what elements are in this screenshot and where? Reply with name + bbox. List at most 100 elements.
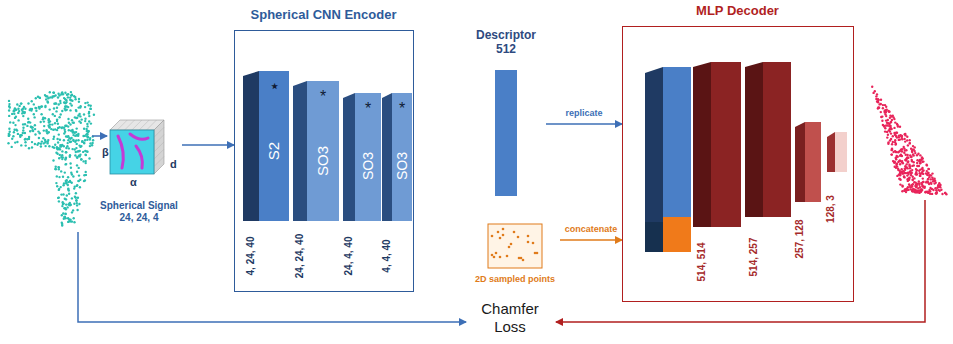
node-box: 257, 128 (795, 57, 821, 297)
point (43, 120, 45, 122)
point (72, 140, 74, 142)
node-box: Chamfer Loss (468, 298, 552, 342)
point (40, 143, 42, 145)
sample-dot (520, 257, 523, 260)
output-point-cloud (871, 86, 948, 196)
point (61, 144, 63, 146)
point (924, 191, 926, 193)
point (68, 147, 70, 149)
point (892, 141, 894, 143)
point (87, 136, 89, 138)
point (67, 181, 69, 183)
point (84, 150, 86, 152)
point (60, 93, 62, 95)
point (72, 130, 74, 132)
point (921, 167, 923, 169)
point (78, 150, 80, 152)
point (935, 192, 937, 194)
point (46, 95, 48, 97)
point (901, 184, 903, 186)
point (67, 176, 69, 178)
point (894, 141, 896, 143)
sample-dot (491, 254, 494, 257)
sample-dot (502, 234, 505, 237)
point (89, 108, 91, 110)
layer-side (243, 71, 259, 221)
point (93, 114, 95, 116)
layer-side (745, 62, 763, 217)
point (90, 108, 92, 110)
point (41, 105, 43, 107)
point (8, 115, 10, 117)
point (927, 174, 929, 176)
point (74, 132, 76, 134)
point (78, 180, 80, 182)
sample-dot (534, 252, 537, 255)
point (69, 204, 71, 206)
point (84, 118, 86, 120)
point (912, 178, 914, 180)
point (48, 131, 50, 133)
point (63, 97, 65, 99)
point (931, 188, 933, 190)
point (877, 106, 879, 108)
point (901, 138, 903, 140)
point (920, 190, 922, 192)
point (897, 168, 899, 170)
point (903, 176, 905, 178)
point (58, 166, 60, 168)
point (57, 123, 59, 125)
point (89, 142, 91, 144)
point (55, 110, 57, 112)
point (31, 146, 33, 148)
point (88, 130, 90, 132)
point (901, 190, 903, 192)
point (889, 114, 891, 116)
point (91, 142, 93, 144)
connector (560, 239, 622, 241)
point (54, 94, 56, 96)
grid (154, 149, 164, 159)
point (82, 135, 84, 137)
point (935, 192, 937, 194)
point (83, 180, 85, 182)
point (939, 186, 941, 188)
point (71, 148, 73, 150)
point (65, 101, 67, 103)
point (932, 180, 934, 182)
point (63, 129, 65, 131)
point (52, 113, 54, 115)
point (888, 123, 890, 125)
sample-dot (495, 252, 498, 255)
point (76, 171, 78, 173)
point (24, 132, 26, 134)
point (8, 133, 10, 135)
point (68, 193, 70, 195)
point (65, 151, 67, 153)
point (52, 159, 54, 161)
layer-side (827, 132, 835, 172)
point (67, 188, 69, 190)
point (887, 119, 889, 121)
node-text: Chamfer Loss (468, 300, 552, 336)
point (71, 173, 73, 175)
point (11, 138, 13, 140)
point (75, 197, 77, 199)
point (65, 203, 67, 205)
point (49, 108, 51, 110)
point (78, 203, 80, 205)
point (904, 188, 906, 190)
point (62, 201, 64, 203)
sample-dot (502, 228, 505, 231)
point (76, 143, 78, 145)
point (57, 197, 59, 199)
sample-dot (508, 246, 511, 249)
point (26, 125, 28, 127)
point (888, 110, 890, 112)
point (54, 122, 56, 124)
point (78, 174, 80, 176)
point (908, 177, 910, 179)
point (880, 111, 882, 113)
point (36, 144, 38, 146)
layer-side (693, 62, 711, 227)
